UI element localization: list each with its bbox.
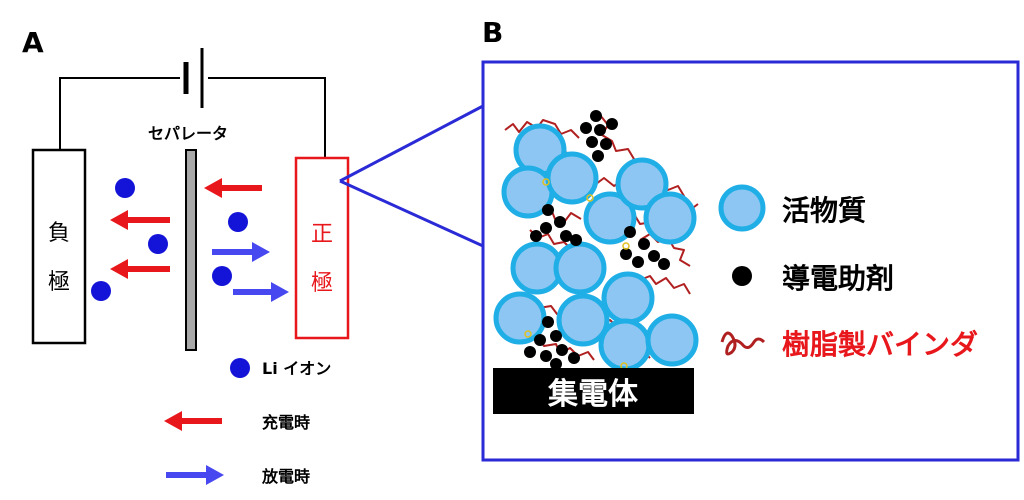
negative-electrode-char-2: 極 — [48, 270, 70, 295]
active-material-legend-label: 活物質 — [782, 194, 866, 227]
positive-electrode-char-1: 正 — [311, 222, 333, 247]
current-collector — [493, 368, 694, 414]
positive-electrode — [294, 156, 350, 340]
panel-b-label: B — [482, 16, 503, 49]
charge-legend-arrow-icon — [164, 411, 222, 431]
active-material-legend-icon — [718, 184, 766, 232]
circuit-wire — [59, 77, 326, 158]
li-ion-legend-icon — [230, 358, 250, 378]
li-ion-legend-label: Li イオン — [262, 359, 331, 378]
li-ion-dot — [91, 281, 111, 301]
conductive-agent-particles — [524, 110, 670, 370]
panel-a-label: A — [22, 26, 44, 59]
active-material-particle — [598, 318, 652, 372]
active-material-particle — [615, 157, 669, 211]
li-ion-dot — [148, 234, 168, 254]
conductive-agent-legend-label: 導電助剤 — [782, 262, 894, 295]
discharge-arrow — [233, 282, 289, 302]
separator-label: セパレータ — [148, 124, 228, 143]
charge-arrow — [204, 178, 262, 198]
active-material-particle — [556, 293, 610, 347]
discharge-arrows — [212, 242, 289, 302]
battery-symbol-icon — [183, 48, 204, 108]
active-material-particles — [493, 123, 699, 372]
active-material-particle — [601, 271, 655, 325]
separator-bar — [185, 149, 197, 351]
negative-electrode — [31, 148, 87, 345]
charge-arrow — [110, 259, 170, 279]
li-ion-dot — [228, 212, 248, 232]
conductive-agent-legend-icon — [732, 266, 752, 286]
binder-legend-label: 樹脂製バインダ — [782, 328, 978, 361]
active-material-particle — [583, 191, 637, 245]
discharge-legend-arrow-icon — [166, 465, 224, 485]
active-material-particle — [493, 291, 547, 345]
binder-legend-icon — [720, 331, 766, 356]
active-material-particle — [645, 313, 699, 367]
charge-legend-label: 充電時 — [262, 413, 310, 432]
active-material-particle — [545, 151, 599, 205]
discharge-arrow — [212, 242, 270, 262]
active-material-particle — [553, 241, 607, 295]
discharge-legend-label: 放電時 — [261, 467, 310, 486]
li-ions — [91, 178, 248, 301]
positive-electrode-char-2: 極 — [311, 271, 333, 296]
li-ion-dot — [212, 266, 232, 286]
charge-arrow — [110, 210, 170, 230]
charge-arrows — [110, 178, 262, 279]
negative-electrode-char-1: 負 — [48, 221, 70, 246]
active-material-particle — [643, 191, 697, 245]
zoom-lines — [339, 104, 484, 248]
li-ion-dot — [115, 178, 135, 198]
current-collector-label: 集電体 — [547, 377, 639, 412]
